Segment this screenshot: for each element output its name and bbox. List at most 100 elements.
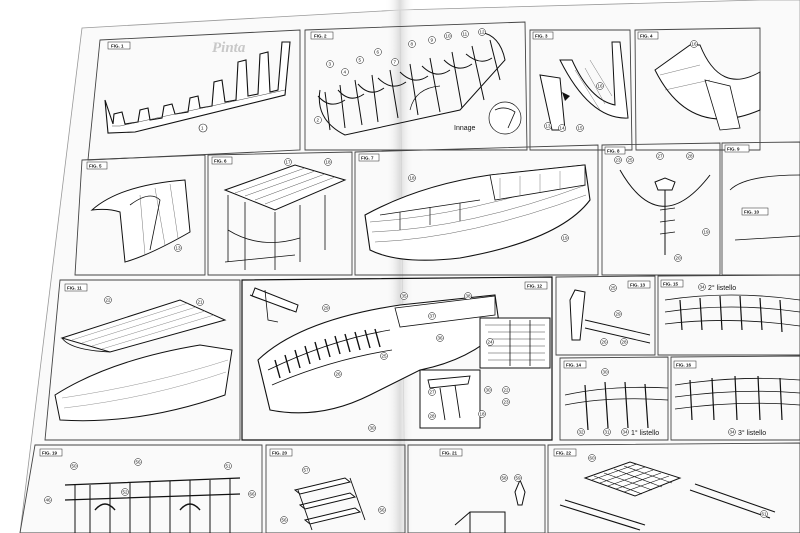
callout-fig12-36: 36	[438, 336, 444, 341]
callout-fig2-4: 4	[344, 70, 347, 75]
callout-fig12-38: 38	[466, 294, 472, 299]
thwart-drawing	[569, 289, 586, 341]
callout-fig12-30: 30	[370, 426, 376, 431]
figure-4-panel: FIG. 4 16	[634, 27, 761, 151]
callout-fig14-30: 30	[603, 370, 609, 375]
figure-6-panel: FIG. 6 17 18	[207, 151, 353, 276]
callout-fig12-26: 26	[336, 372, 342, 377]
callout-fig19-51: 51	[226, 464, 232, 469]
figure-3-panel: FIG. 3 13 14 15 16	[529, 29, 633, 151]
figure-12-panel: FIG. 12 35 38 29 37 36 24 25 26 30 27 28…	[241, 276, 553, 441]
fig-1-label: FIG. 1	[111, 44, 124, 49]
stern-railing-drawing	[64, 477, 241, 501]
keel-drawing	[104, 41, 291, 134]
steps-drawing	[293, 477, 362, 525]
callout-fig13-25: 25	[611, 286, 617, 291]
fig-21-label: FIG. 21	[442, 451, 458, 456]
fig-9-label: FIG. 9	[727, 147, 740, 152]
fig-14-label: FIG. 14	[566, 363, 582, 368]
callout-fig2-9: 9	[431, 38, 434, 43]
deck-planks-drawing	[223, 164, 347, 211]
fig-12-label: FIG. 12	[527, 284, 543, 289]
fig-8-label: FIG. 8	[607, 149, 620, 154]
callout-fig8-28: 28	[688, 154, 694, 159]
fig-22-label: FIG. 22	[556, 451, 572, 456]
callout-fig11-21: 21	[198, 300, 204, 305]
figure-1-panel: FIG. 1 Pinta 1	[87, 29, 301, 161]
callout-fig21-59: 59	[516, 476, 522, 481]
figure-2-panel: FIG. 2 Innage 2 3 4 5 6 7 8 9 10 11 12	[304, 21, 528, 151]
fig-6-label: FIG. 6	[214, 159, 227, 164]
callout-fig13-28: 28	[622, 340, 628, 345]
callout-fig8-19: 19	[704, 230, 710, 235]
fold-crease	[399, 9, 406, 533]
callout-fig12-25: 25	[382, 354, 388, 359]
callout-fig14-31: 31	[605, 430, 611, 435]
interior-hull-drawing	[257, 294, 501, 414]
figure-16-panel: FIG. 16 34 3° listello	[670, 355, 800, 441]
callout-fig19-52: 52	[123, 490, 129, 495]
callout-fig2-2: 2	[317, 118, 320, 123]
callout-fig2-6: 6	[377, 50, 380, 55]
paper-fold	[385, 0, 415, 533]
fig-2-label: FIG. 2	[314, 34, 327, 39]
callout-fig22-61: 61	[762, 512, 768, 517]
callout-fig14-34: 34	[623, 430, 629, 435]
callout-fig2-3: 3	[329, 62, 332, 67]
fig-13-label: FIG. 13	[630, 283, 646, 288]
callout-fig11-22: 22	[106, 298, 112, 303]
callout-fig20-57: 57	[304, 468, 310, 473]
fig-4-label: FIG. 4	[640, 34, 653, 39]
callout-fig12-18: 18	[480, 412, 486, 417]
callout-fig13-29: 29	[616, 312, 622, 317]
callout-fig12-24: 24	[488, 340, 494, 345]
callout-fig2-5: 5	[359, 58, 362, 63]
callout-fig12-37: 37	[430, 314, 436, 319]
figure-15-panel: FIG. 15 34 2° listello	[657, 274, 800, 356]
callout-fig7-18: 18	[410, 176, 416, 181]
fig14-note: 1° listello	[631, 429, 659, 437]
callout-fig2-12: 12	[480, 30, 486, 35]
fig-3-label: FIG. 3	[535, 34, 548, 39]
fig-15-label: FIG. 15	[663, 282, 679, 287]
fig-16-label: FIG. 16	[676, 363, 692, 368]
callout-fig3-14: 14	[560, 126, 566, 131]
deck-top-drawing	[60, 299, 227, 353]
callout-fig15-34: 34	[700, 285, 706, 290]
callout-fig12-22: 22	[504, 388, 510, 393]
figure-7-panel: FIG. 7 18 19	[354, 144, 599, 276]
callout-fig21-58: 58	[502, 476, 508, 481]
callout-fig2-11: 11	[463, 32, 468, 37]
fig15-note: 2° listello	[708, 284, 736, 292]
fig-7-label: FIG. 7	[361, 156, 374, 161]
callout-fig20-56b: 56	[282, 518, 288, 523]
callout-fig20-56: 56	[380, 508, 386, 513]
callout-fig4-16: 16	[692, 42, 698, 47]
fig2-note: Innage	[454, 125, 476, 132]
callout-fig12-29: 29	[324, 306, 330, 311]
callout-fig2-10: 10	[446, 34, 452, 39]
figure-8-panel: FIG. 8 23 27 25 28 19 20	[601, 142, 721, 276]
hatch-drawing	[454, 511, 506, 533]
callout-fig12-35: 35	[402, 294, 408, 299]
callout-fig19-46: 46	[46, 498, 52, 503]
grating-drawing	[583, 461, 682, 497]
callout-fig12-28: 28	[430, 414, 436, 419]
callout-fig3-13: 13	[546, 124, 552, 129]
callout-fig19-50: 50	[72, 464, 78, 469]
callout-fig6-17: 17	[286, 160, 292, 165]
figure-9-panel: FIG. 9 FIG. 10	[721, 141, 800, 276]
callout-fig13-26: 26	[602, 340, 608, 345]
callout-fig8-23: 23	[616, 158, 622, 163]
watermark-title: Pinta	[212, 40, 246, 56]
fig-10-label: FIG. 10	[744, 210, 760, 215]
frames-drawing	[317, 31, 506, 136]
callout-fig6-18: 18	[326, 160, 332, 165]
figure-20-panel: FIG. 20 57 56 56	[265, 444, 406, 533]
figure-14-panel: FIG. 14 30 32 31 34 1° listello	[559, 356, 669, 441]
fig16-note: 3° listello	[738, 429, 766, 437]
callout-fig19-66: 66	[250, 492, 256, 497]
callout-fig2-8: 8	[411, 42, 414, 47]
callout-fig12-30b: 30	[486, 388, 492, 393]
